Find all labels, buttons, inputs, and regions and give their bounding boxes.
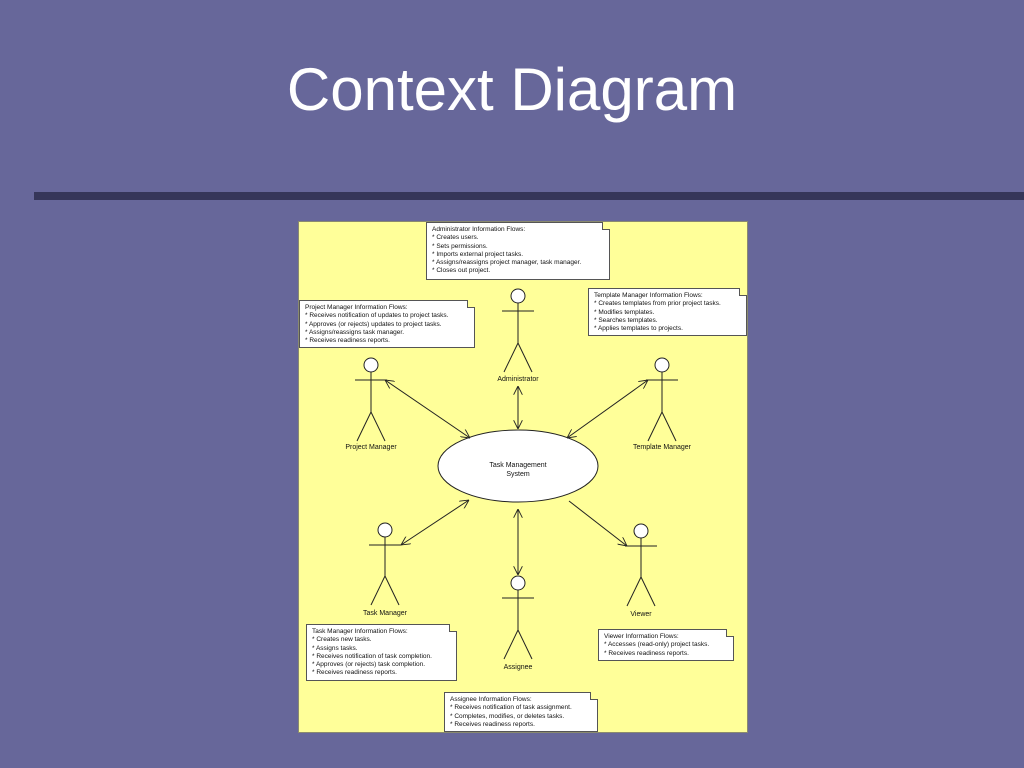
- system-label: Task Management System: [458, 461, 578, 479]
- note-item: * Receives notification of task completi…: [312, 652, 432, 660]
- note-item: * Receives notification of updates to pr…: [305, 312, 449, 320]
- note-item: * Applies templates to projects.: [594, 325, 683, 333]
- note-item: * Receives readiness reports.: [450, 720, 535, 728]
- flow-viewer: [568, 500, 627, 546]
- title-divider: [34, 192, 1024, 200]
- actor-label-project-manager: Project Manager: [345, 444, 397, 451]
- actor-label-task-manager: Task Manager: [363, 610, 407, 617]
- note-assignee-flows: Assignee Information Flows: * Receives n…: [444, 692, 598, 732]
- note-viewer-flows: Viewer Information Flows: * Accesses (re…: [598, 629, 734, 661]
- actor-assignee-figure: [502, 575, 534, 660]
- note-item: * Approves (or rejects) updates to proje…: [305, 320, 442, 328]
- note-administrator-flows: Administrator Information Flows: * Creat…: [426, 222, 610, 280]
- slide-title: Context Diagram: [286, 56, 738, 123]
- note-item: * Closes out project.: [432, 267, 491, 275]
- system-ellipse: [437, 429, 599, 503]
- flow-template-manager: [567, 380, 648, 438]
- note-item: * Imports external project tasks.: [432, 250, 524, 258]
- note-item: * Assigns/reassigns project manager, tas…: [432, 259, 582, 267]
- note-title: Task Manager Information Flows:: [312, 628, 408, 635]
- note-item: * Completes, modifies, or deletes tasks.: [450, 712, 565, 720]
- actor-label-assignee: Assignee: [503, 664, 533, 671]
- note-item: * Creates new tasks.: [312, 636, 372, 644]
- note-item: * Receives readiness reports.: [604, 649, 689, 657]
- actor-template-manager-figure: [646, 357, 678, 442]
- note-item: * Assigns/reassigns task manager.: [305, 328, 404, 336]
- note-item: * Receives notification of task assignme…: [450, 704, 572, 712]
- system-label-line1: Task Management: [489, 462, 547, 469]
- note-title: Assignee Information Flows:: [450, 696, 532, 703]
- actor-label-administrator: Administrator: [497, 376, 539, 383]
- actor-label-viewer: Viewer: [630, 611, 652, 618]
- note-item: * Creates users.: [432, 234, 479, 242]
- note-item: * Modifies templates.: [594, 308, 655, 316]
- note-item: * Accesses (read-only) project tasks.: [604, 641, 710, 649]
- note-item: * Sets permissions.: [432, 242, 488, 250]
- note-title: Viewer Information Flows:: [604, 633, 679, 640]
- actor-label-template-manager: Template Manager: [633, 444, 691, 451]
- note-project-manager-flows: Project Manager Information Flows: * Rec…: [299, 300, 475, 348]
- actor-viewer-figure: [625, 523, 657, 607]
- note-title: Template Manager Information Flows:: [594, 292, 703, 299]
- note-item: * Creates templates from prior project t…: [594, 300, 721, 308]
- note-item: * Approves (or rejects) task completion.: [312, 661, 426, 669]
- note-item: * Receives readiness reports.: [312, 669, 397, 677]
- note-title: Administrator Information Flows:: [432, 226, 526, 233]
- note-template-manager-flows: Template Manager Information Flows: * Cr…: [588, 288, 747, 336]
- actor-task-manager-figure: [369, 522, 401, 606]
- note-item: * Receives readiness reports.: [305, 337, 390, 345]
- note-task-manager-flows: Task Manager Information Flows: * Create…: [306, 624, 457, 681]
- flow-task-manager: [401, 500, 469, 545]
- note-item: * Searches templates.: [594, 316, 658, 324]
- note-title: Project Manager Information Flows:: [305, 304, 408, 311]
- system-label-line2: System: [506, 471, 530, 478]
- actor-administrator-figure: [502, 288, 534, 373]
- flow-project-manager: [385, 380, 470, 438]
- actor-project-manager-figure: [355, 357, 387, 442]
- note-item: * Assigns tasks.: [312, 644, 358, 652]
